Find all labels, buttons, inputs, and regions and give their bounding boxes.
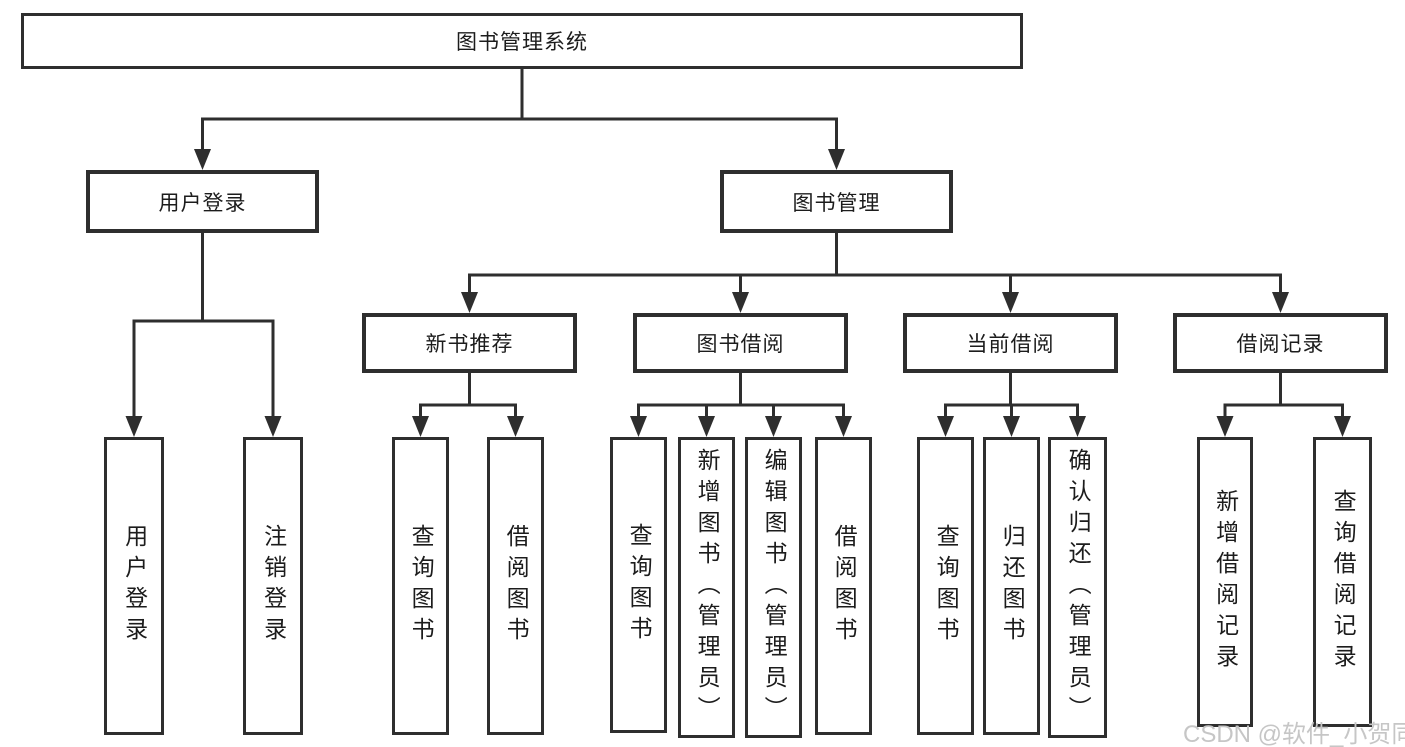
node-box-bb-borrow-books: 借阅图书 xyxy=(815,437,872,735)
node-box-root: 图书管理系统 xyxy=(21,13,1023,69)
node-box-br-query-record: 查询借阅记录 xyxy=(1313,437,1372,727)
node-box-bb-add-books: 新增图书（管理员） xyxy=(678,437,735,738)
node-box-leaf-user-login: 用户登录 xyxy=(104,437,164,735)
node-box-user-login: 用户登录 xyxy=(86,170,319,233)
node-label-book-mgmt: 图书管理 xyxy=(792,191,881,215)
node-box-cb-confirm-return: 确认归还（管理员） xyxy=(1048,437,1107,738)
node-label-br-query-record: 查询借阅记录 xyxy=(1330,489,1357,675)
node-box-new-books: 新书推荐 xyxy=(362,313,577,373)
node-label-bb-borrow-books: 借阅图书 xyxy=(831,524,858,648)
node-box-nb-query-books: 查询图书 xyxy=(392,437,449,735)
node-label-leaf-logout: 注销登录 xyxy=(260,524,287,648)
node-label-borrow-records: 借阅记录 xyxy=(1236,333,1325,356)
node-label-cb-return-books: 归还图书 xyxy=(999,524,1026,648)
node-label-cb-confirm-return: 确认归还（管理员） xyxy=(1065,448,1092,727)
node-box-bb-edit-books: 编辑图书（管理员） xyxy=(745,437,802,738)
node-box-bb-query-books: 查询图书 xyxy=(610,437,667,733)
node-box-book-mgmt: 图书管理 xyxy=(720,170,953,233)
node-box-borrow-records: 借阅记录 xyxy=(1173,313,1388,373)
node-box-cb-return-books: 归还图书 xyxy=(983,437,1040,735)
node-label-book-borrow: 图书借阅 xyxy=(696,333,785,356)
node-label-bb-add-books: 新增图书（管理员） xyxy=(694,448,721,727)
node-label-user-login: 用户登录 xyxy=(158,191,247,215)
node-label-cb-query-books: 查询图书 xyxy=(933,524,960,648)
node-box-nb-borrow-books: 借阅图书 xyxy=(487,437,544,735)
node-label-current-borrow: 当前借阅 xyxy=(966,333,1055,356)
node-label-nb-query-books: 查询图书 xyxy=(408,524,435,648)
node-label-leaf-user-login: 用户登录 xyxy=(121,524,148,648)
node-label-bb-query-books: 查询图书 xyxy=(626,523,653,647)
node-label-br-add-record: 新增借阅记录 xyxy=(1212,489,1239,675)
node-box-leaf-logout: 注销登录 xyxy=(243,437,303,735)
node-box-book-borrow: 图书借阅 xyxy=(633,313,848,373)
node-box-br-add-record: 新增借阅记录 xyxy=(1197,437,1253,727)
node-box-cb-query-books: 查询图书 xyxy=(917,437,974,735)
node-label-new-books: 新书推荐 xyxy=(425,333,514,356)
node-label-root: 图书管理系统 xyxy=(456,31,588,54)
node-label-nb-borrow-books: 借阅图书 xyxy=(503,524,530,648)
node-label-bb-edit-books: 编辑图书（管理员） xyxy=(761,448,788,727)
node-box-current-borrow: 当前借阅 xyxy=(903,313,1118,373)
